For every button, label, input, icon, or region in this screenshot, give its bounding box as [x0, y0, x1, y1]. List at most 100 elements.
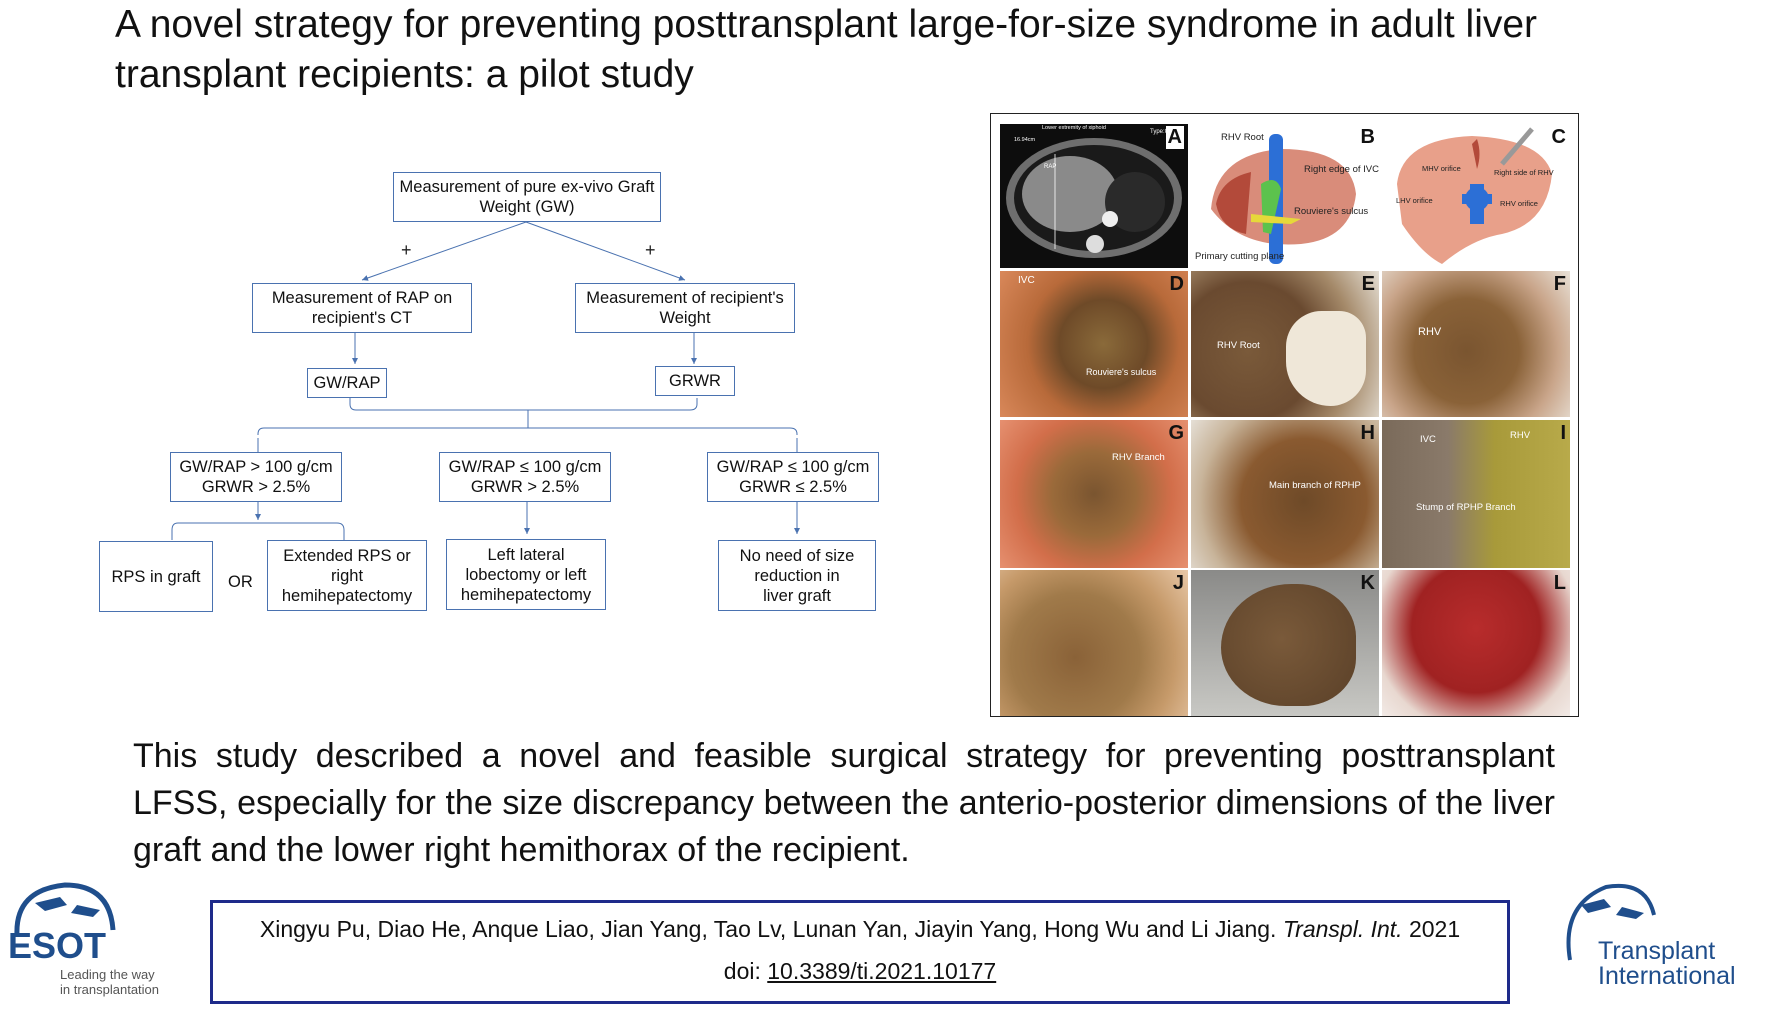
ct-scan-image	[1006, 138, 1182, 258]
panel-d-rouviere-annotation: Rouviere's sulcus	[1086, 367, 1157, 377]
ti-globe-icon	[1566, 883, 1656, 961]
panel-a-top-annotation: Lower extremity of xiphoid	[1042, 125, 1106, 131]
split-bracket	[257, 427, 798, 435]
panel-d-ivc-annotation: IVC	[1018, 275, 1035, 286]
rps-label: RPS in graft	[111, 567, 201, 586]
panel-a: A Lower extremity of xiphoid Type:C 16.9…	[1000, 124, 1188, 268]
esot-name: ESOT	[8, 925, 107, 966]
panel-b-label: B	[1360, 126, 1375, 148]
panel-b: B RHV Root Right edge of IVC Rouviere's …	[1191, 124, 1379, 268]
panel-b-primary-annotation: Primary cutting plane	[1195, 251, 1285, 262]
esot-tagline-2: in transplantation	[60, 982, 160, 997]
panel-b-rouviere-annotation: Rouviere's sulcus	[1294, 206, 1369, 217]
esot-logo: ESOT Leading the way in transplantation	[0, 875, 200, 1005]
panel-d-label: D	[1169, 273, 1184, 295]
no-need-box: No need of size reduction in liver graft	[718, 540, 876, 611]
panel-d: D IVC Rouviere's sulcus	[1000, 271, 1188, 417]
plus-right: +	[645, 240, 656, 260]
flowchart-connectors	[171, 221, 800, 540]
panel-c-mhv-annotation: MHV orifice	[1422, 164, 1461, 173]
panel-c: C MHV orifice Right side of RHV LHV orif…	[1382, 124, 1570, 268]
panel-h: H Main branch of RPHP	[1191, 420, 1379, 568]
panel-g: G RHV Branch	[1000, 420, 1188, 568]
figure-panel-grid: A Lower extremity of xiphoid Type:C 16.9…	[990, 113, 1579, 717]
panel-e-rhv-root-annotation: RHV Root	[1217, 340, 1260, 351]
ti-line-1: Transplant	[1598, 937, 1716, 965]
doi-label: doi:	[723, 958, 761, 984]
transplant-international-logo: Transplant International	[1550, 875, 1772, 1005]
no-need-label: No need of size reduction in liver graft	[739, 546, 855, 605]
condition-2-line-2: GRWR > 2.5%	[470, 478, 580, 496]
gwrap-label: GW/RAP	[313, 374, 381, 392]
panel-a-rap-annotation: RAP	[1044, 164, 1057, 170]
plus-left: +	[401, 240, 412, 260]
citation-box: Xingyu Pu, Diao He, Anque Liao, Jian Yan…	[210, 900, 1510, 1004]
liver-diagram-b	[1211, 134, 1356, 264]
rap-box: Measurement of RAP on recipient's CT	[252, 283, 472, 333]
glove-shape-e	[1286, 311, 1366, 406]
condition-3-line-1: GW/RAP ≤ 100 g/cm	[716, 458, 870, 476]
panel-c-label: C	[1551, 126, 1566, 148]
panel-b-rhv-root-annotation: RHV Root	[1221, 132, 1264, 143]
panel-a-label: A	[1165, 126, 1184, 149]
gwrap-box: GW/RAP	[307, 368, 387, 398]
panel-l-label: L	[1553, 572, 1566, 594]
esot-tagline-1: Leading the way	[60, 967, 155, 982]
weight-label: Measurement of recipient's Weight	[586, 289, 784, 327]
panel-b-ivc-edge-annotation: Right edge of IVC	[1304, 164, 1379, 175]
ti-line-2: International	[1598, 962, 1736, 990]
panel-c-rhv-annotation: RHV orifice	[1500, 199, 1538, 208]
left-lateral-box: Left lateral lobectomy or left hemihepat…	[446, 539, 606, 610]
panel-k-label: K	[1360, 572, 1375, 594]
left-lateral-label: Left lateral lobectomy or left hemihepat…	[460, 545, 592, 604]
esot-globe-icon	[14, 882, 116, 936]
panel-h-main-branch-annotation: Main branch of RPHP	[1269, 480, 1361, 491]
panel-i: I IVC RHV Stump of RPHP Branch	[1382, 420, 1570, 568]
condition-1-line-1: GW/RAP > 100 g/cm	[179, 458, 333, 476]
panel-i-ivc-annotation: IVC	[1420, 434, 1436, 445]
liver-diagram-c	[1397, 127, 1552, 264]
panel-l: L	[1382, 570, 1570, 716]
options-bracket	[171, 522, 345, 540]
arrow-to-weight	[525, 221, 686, 281]
grwr-box: GRWR	[655, 366, 735, 396]
arrow-to-rap	[361, 221, 527, 281]
condition-1-line-2: GRWR > 2.5%	[201, 478, 311, 496]
liver-graft-k	[1221, 584, 1356, 706]
panel-f: F RHV	[1382, 271, 1570, 417]
panel-c-lhv-annotation: LHV orifice	[1396, 196, 1433, 205]
panel-k: K	[1191, 570, 1379, 716]
grwr-label: GRWR	[669, 372, 721, 390]
slide-title: A novel strategy for preventing posttran…	[115, 3, 1538, 96]
panel-g-label: G	[1168, 422, 1184, 444]
citation-authors: Xingyu Pu, Diao He, Anque Liao, Jian Yan…	[259, 916, 1277, 942]
graft-weight-box: Measurement of pure ex-vivo Graft Weight…	[393, 172, 661, 222]
panel-f-rhv-annotation: RHV	[1418, 326, 1442, 338]
panel-j: J	[1000, 570, 1188, 716]
panel-i-rhv-annotation: RHV	[1510, 430, 1531, 441]
condition-3-box: GW/RAP ≤ 100 g/cm GRWR ≤ 2.5%	[707, 452, 879, 502]
extended-rps-box: Extended RPS or right hemihepatectomy	[267, 540, 427, 611]
doi-link[interactable]: 10.3389/ti.2021.10177	[767, 958, 997, 984]
citation-line-2: doi: 10.3389/ti.2021.10177	[213, 950, 1507, 992]
panel-e: E RHV Root	[1191, 271, 1379, 417]
panel-e-label: E	[1361, 273, 1375, 295]
summary-text: This study described a novel and feasibl…	[133, 737, 1555, 869]
panel-j-label: J	[1172, 572, 1184, 594]
panel-a-type-annotation: Type:C	[1150, 129, 1170, 135]
condition-2-box: GW/RAP ≤ 100 g/cm GRWR > 2.5%	[439, 452, 611, 502]
rap-label: Measurement of RAP on recipient's CT	[271, 289, 453, 327]
condition-3-line-2: GRWR ≤ 2.5%	[739, 478, 847, 496]
rps-box: RPS in graft	[99, 541, 213, 612]
or-label: OR	[228, 573, 253, 591]
panel-c-right-side-annotation: Right side of RHV	[1494, 168, 1554, 177]
condition-1-box: GW/RAP > 100 g/cm GRWR > 2.5%	[170, 452, 342, 502]
panel-i-stump-annotation: Stump of RPHP Branch	[1416, 502, 1516, 513]
panel-i-label: I	[1560, 422, 1566, 444]
panel-h-label: H	[1360, 422, 1375, 444]
citation-journal: Transpl. Int.	[1282, 916, 1403, 942]
panel-f-label: F	[1553, 273, 1566, 295]
panel-a-cm-annotation: 16.94cm	[1014, 137, 1036, 143]
citation-line-1: Xingyu Pu, Diao He, Anque Liao, Jian Yan…	[213, 908, 1507, 950]
merge-bracket	[349, 398, 698, 411]
